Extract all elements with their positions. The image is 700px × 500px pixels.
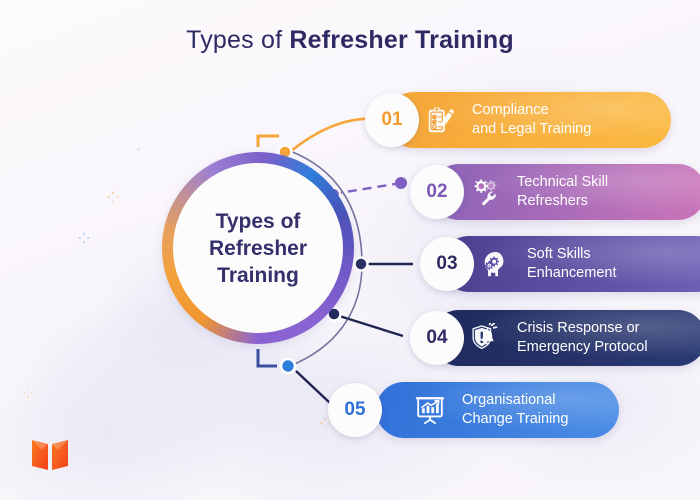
central-hub-inner: Types of Refresher Training xyxy=(173,163,343,333)
item-pill[interactable]: Crisis Response or Emergency Protocol xyxy=(431,310,700,366)
connector-elbow-05 xyxy=(256,349,277,368)
shield-alert-bell-icon xyxy=(465,318,505,358)
connector-line-05 xyxy=(295,370,332,405)
item-label: Technical Skill Refreshers xyxy=(517,174,609,209)
item-number: 02 xyxy=(426,181,448,202)
gears-wrench-icon xyxy=(465,172,505,212)
connector-line-04 xyxy=(332,312,404,338)
item-number: 05 xyxy=(344,399,366,420)
page-title-bold: Refresher Training xyxy=(289,26,514,54)
connector-line-01 xyxy=(290,117,376,153)
head-gears-icon xyxy=(475,244,515,284)
connector-dot-inner-05 xyxy=(279,357,297,375)
item-number: 04 xyxy=(426,327,448,348)
item-number: 01 xyxy=(381,109,403,130)
clipboard-checklist-pencil-icon xyxy=(420,100,460,140)
item-number-badge[interactable]: 01 xyxy=(365,93,419,147)
central-hub: Types of Refresher Training xyxy=(162,152,354,344)
item-number: 03 xyxy=(436,253,458,274)
page-title: Types of Refresher Training xyxy=(0,24,700,56)
item-number-badge[interactable]: 02 xyxy=(410,165,464,219)
item-label: Soft Skills Enhancement xyxy=(527,246,617,281)
presentation-chart-icon xyxy=(410,390,450,430)
connector-elbow-01 xyxy=(256,134,279,147)
connector-line-02 xyxy=(332,181,402,196)
item-label: Crisis Response or Emergency Protocol xyxy=(517,320,648,355)
item-number-badge[interactable]: 04 xyxy=(410,311,464,365)
connector-dot-outer-02 xyxy=(395,177,407,189)
item-number-badge[interactable]: 03 xyxy=(420,237,474,291)
item-pill[interactable]: Soft Skills Enhancement xyxy=(441,236,700,292)
item-number-badge[interactable]: 05 xyxy=(328,383,382,437)
item-label: Compliance and Legal Training xyxy=(472,102,592,137)
item-label: Organisational Change Training xyxy=(462,392,569,427)
item-pill[interactable]: Technical Skill Refreshers xyxy=(431,164,700,220)
open-book-logo[interactable] xyxy=(30,437,70,473)
connector-dot-inner-03 xyxy=(353,256,369,272)
item-pill[interactable]: Organisational Change Training xyxy=(376,382,619,438)
central-hub-label: Types of Refresher Training xyxy=(208,209,308,287)
item-pill[interactable]: Compliance and Legal Training xyxy=(386,92,671,148)
page-title-light: Types of xyxy=(186,26,290,54)
